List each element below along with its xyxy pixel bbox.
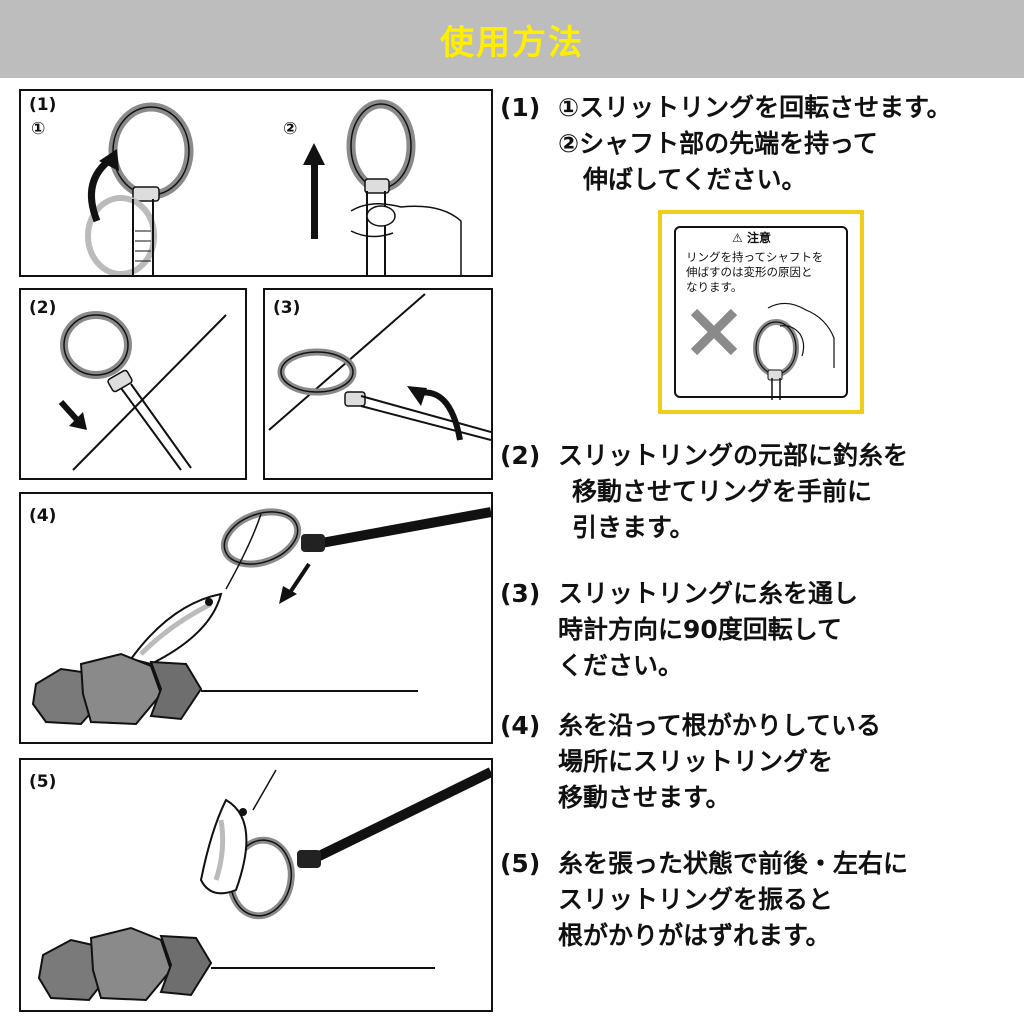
instruction-number: (3) [500,579,541,608]
instruction-number: (2) [500,441,541,470]
step-2-illustration [58,311,227,471]
instruction-text: 根がかりがはずれます。 [558,921,831,950]
panel-step-4: (4) [19,492,493,744]
header-bar: 使用方法 [0,0,1024,78]
panel-label: (5) [29,772,57,792]
step-3-illustration [268,293,491,441]
panel-label: (2) [29,298,57,318]
instruction-text: ①スリットリングを回転させます。 [558,93,952,122]
instruction-text: ②シャフト部の先端を持って [558,129,878,158]
instruction-4: (4) 糸を沿って根がかりしている 場所にスリットリングを 移動させます。 [500,708,881,816]
caution-title: ⚠ 注意 [728,229,775,246]
instruction-text: 移動させてリングを手前に [572,477,873,506]
instruction-number: (1) [500,93,541,122]
instruction-2: (2) スリットリングの元部に釣糸を 移動させてリングを手前に 引きます。 [500,438,908,546]
instruction-text: スリットリングを振ると [558,885,834,914]
step-1-illustration [85,99,462,275]
panel-step-2: (2) [19,288,247,480]
instruction-5: (5) 糸を張った状態で前後・左右に スリットリングを振ると 根がかりがはずれます… [500,846,908,954]
caution-box: ⚠ 注意 リングを持ってシャフトを 伸ばすのは変形の原因と なります。 [658,210,864,414]
panel-step-5: (5) [19,758,493,1012]
instruction-text: 糸を沿って根がかりしている [558,711,882,740]
panel-label: (4) [29,506,57,526]
panel-step-1: (1) ① ② [19,89,493,277]
instruction-number: (5) [500,849,541,878]
step-5-illustration [37,767,491,1002]
instruction-number: (4) [500,711,541,740]
instruction-text: 時計方向に90度回転して [558,615,843,644]
instruction-text: 伸ばしてください。 [558,165,807,194]
panel-label: (3) [273,298,301,318]
caution-title-text: 注意 [746,231,771,245]
instruction-3: (3) スリットリングに糸を通し 時計方向に90度回転して ください。 [500,576,858,684]
caution-inner: ⚠ 注意 リングを持ってシャフトを 伸ばすのは変形の原因と なります。 [674,226,848,400]
panel-sublabel: ① [31,119,46,139]
warning-icon: ⚠ [732,231,743,245]
page-title: 使用方法 [440,22,584,63]
instruction-1: (1) ①スリットリングを回転させます。 ②シャフト部の先端を持って 伸ばしてくだ… [500,90,952,198]
instruction-text: 移動させます。 [558,783,731,812]
step-4-illustration [31,507,491,726]
instruction-text: ください。 [558,651,684,680]
instruction-text: 引きます。 [572,513,695,542]
instruction-text: 糸を張った状態で前後・左右に [558,849,909,878]
panel-label: (1) [29,95,57,115]
caution-illustration [690,302,835,400]
panel-sublabel: ② [283,119,298,139]
instruction-text: スリットリングに糸を通し [558,579,859,608]
instruction-text: スリットリングの元部に釣糸を [558,441,909,470]
instruction-text: 場所にスリットリングを [558,747,834,776]
panel-step-3: (3) [263,288,493,480]
caution-text: リングを持ってシャフトを 伸ばすのは変形の原因と なります。 [686,250,824,294]
